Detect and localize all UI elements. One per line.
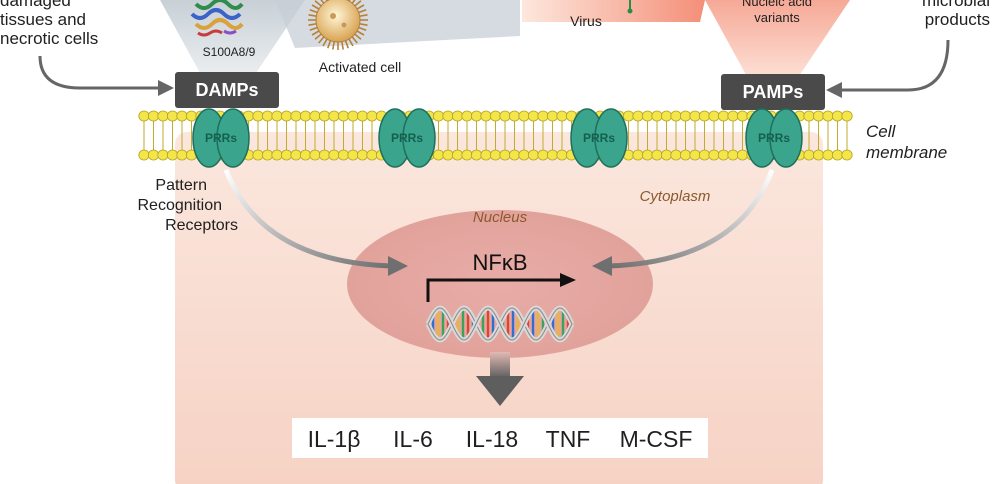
membrane-label-line-2: membrane	[866, 143, 947, 162]
virus-icon	[627, 0, 633, 14]
damps-input-arrowhead	[158, 80, 174, 96]
prr-caption-line-1: Pattern	[155, 177, 207, 194]
prr-receptor-4: PRRs	[745, 108, 803, 168]
damps-input-arrow	[38, 55, 162, 90]
pamps-label: PAMPs	[743, 82, 804, 102]
right-source-line-2: products	[925, 10, 990, 29]
cytokine-il1b: IL-1β	[308, 426, 361, 452]
nucleic-label-line-2: variants	[754, 10, 800, 25]
virus-band	[522, 0, 705, 22]
pamps-input-arrowhead	[826, 82, 842, 98]
virus-label: Virus	[570, 13, 602, 29]
nucleic-label-line-1: Nucleic acid	[742, 0, 812, 9]
right-signal-arrow	[607, 169, 775, 269]
right-source-line-1: microbial	[922, 0, 990, 10]
nucleus	[347, 210, 653, 358]
membrane-label-line-1: Cell	[866, 122, 897, 141]
cytoplasm-label: Cytoplasm	[640, 188, 711, 205]
prr-receptor-1: PRRs	[192, 108, 250, 168]
transcription-arrow	[426, 278, 562, 302]
pamps-funnel	[705, 0, 850, 82]
left-signal-arrow	[223, 169, 393, 269]
prr-label-4: PRRs	[758, 131, 790, 145]
left-source-line-1: damaged	[0, 0, 71, 10]
left-source-line-3: necrotic cells	[0, 29, 98, 48]
left-signal-arrowhead	[388, 256, 408, 276]
nucleus-label: Nucleus	[473, 209, 528, 226]
nfkb-label: NFκB	[473, 250, 528, 275]
cytokine-il6: IL-6	[393, 426, 433, 452]
pamps-box	[721, 74, 825, 110]
prr-label-2: PRRs	[391, 131, 423, 145]
prr-label-3: PRRs	[583, 131, 615, 145]
cytokine-tnf: TNF	[546, 426, 591, 452]
damps-funnel	[160, 0, 305, 82]
damps-label: DAMPs	[195, 80, 258, 100]
right-signal-arrowhead	[592, 256, 612, 276]
spiky-cell-icon	[308, 0, 368, 50]
damps-box	[175, 72, 279, 108]
cytokine-il18: IL-18	[466, 426, 518, 452]
pamps-input-arrow	[840, 39, 950, 92]
protein-structure-icon	[190, 0, 244, 37]
cytokine-box	[292, 418, 708, 458]
left-source-line-2: tissues and	[0, 10, 86, 29]
prr-caption-line-2: Recognition	[138, 197, 223, 214]
transcription-arrowhead	[560, 273, 576, 287]
prr-receptor-2: PRRs	[378, 108, 436, 168]
activated-cell-label: Activated cell	[319, 59, 401, 75]
cytokine-mcsf: M-CSF	[620, 426, 693, 452]
prr-receptor-3: PRRs	[570, 108, 628, 168]
protein-label: S100A8/9	[203, 45, 256, 59]
prr-label-1: PRRs	[205, 131, 237, 145]
prr-caption-line-3: Receptors	[165, 217, 238, 234]
output-arrow	[476, 352, 524, 406]
dna-helix-icon	[425, 305, 575, 343]
